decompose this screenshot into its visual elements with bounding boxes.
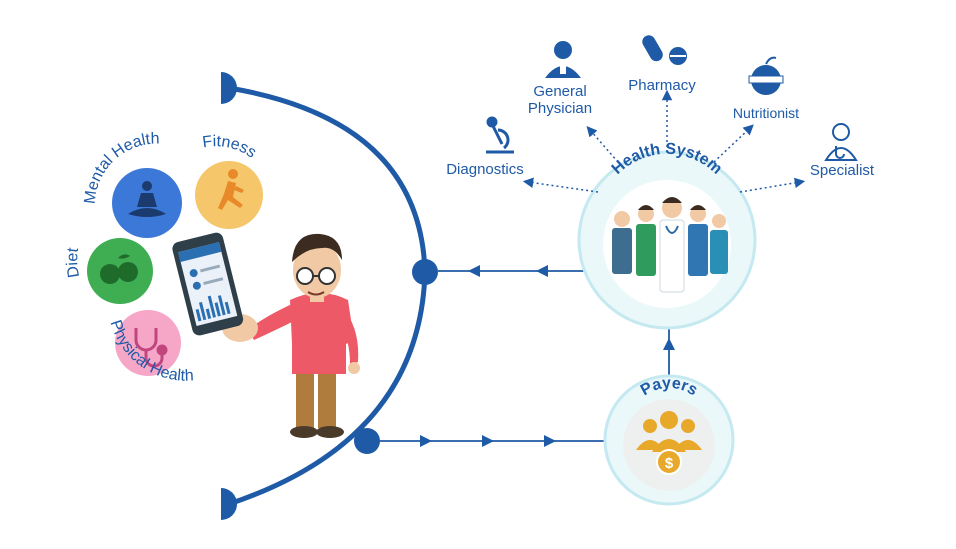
meditation-icon: [128, 181, 166, 217]
phone-illustration: [172, 232, 244, 336]
wellness-mental-health: Mental Health: [82, 130, 182, 238]
connector-payers-to-health: [663, 326, 675, 378]
runner-icon: [218, 169, 244, 210]
arc-node-top: [412, 259, 438, 285]
fruit-icon: [100, 254, 138, 284]
provider-pharmacy: Pharmacy: [628, 35, 696, 94]
provider-diagnostics: Diagnostics: [446, 116, 524, 178]
stethoscope-icon: [134, 328, 168, 368]
apple-tape-icon: [748, 56, 784, 95]
wellness-physical-health: Physical Health: [107, 310, 194, 385]
money-group-icon: $: [636, 411, 702, 475]
provider-arrows: [522, 89, 806, 193]
diet-label: Diet: [64, 246, 83, 279]
doctor-icon: [545, 41, 581, 78]
diagnostics-label: Diagnostics: [446, 161, 524, 178]
general-physician-label-2: Physician: [528, 100, 592, 117]
health-system-node: Health System: [577, 141, 757, 330]
main-arc: [221, 72, 438, 520]
specialist-label: Specialist: [810, 162, 875, 179]
provider-nutritionist: Nutritionist: [733, 56, 799, 121]
nutritionist-label: Nutritionist: [733, 105, 799, 121]
arc-top-cap: [221, 72, 237, 104]
connector-health-system: [438, 265, 588, 277]
wellness-diet: Diet: [64, 238, 153, 304]
general-physician-label-1: General: [533, 83, 586, 100]
pharmacy-label: Pharmacy: [628, 77, 696, 94]
wellness-fitness: Fitness: [195, 133, 263, 229]
connector-payers: [380, 435, 608, 447]
specialist-icon: [824, 123, 858, 161]
provider-general-physician: General Physician: [528, 41, 592, 117]
svg-text:$: $: [665, 455, 674, 472]
arc-node-bottom: [354, 428, 380, 454]
fitness-label: Fitness: [201, 133, 259, 161]
pill-icon: [642, 35, 687, 65]
payers-node: Payers $: [603, 374, 735, 506]
person-illustration: [172, 232, 360, 438]
arc-bottom-cap: [221, 488, 237, 520]
provider-specialist: Specialist: [810, 123, 875, 179]
microscope-icon: [486, 116, 514, 154]
health-staff-illustration: [612, 197, 728, 293]
